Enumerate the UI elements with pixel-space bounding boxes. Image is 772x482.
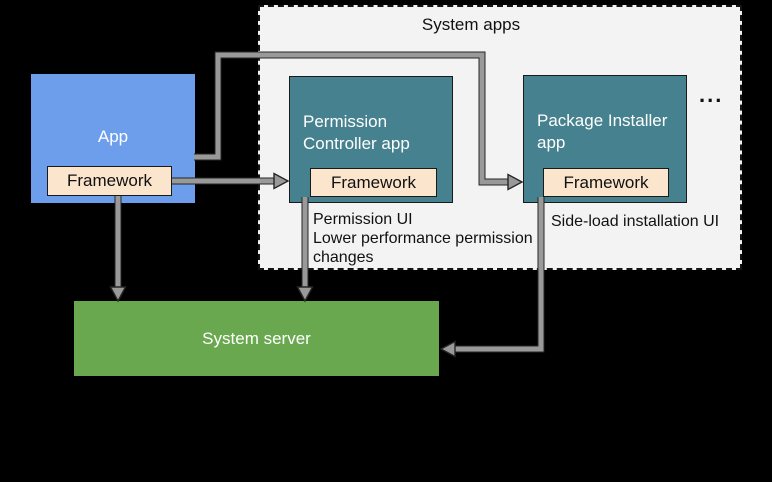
permission-controller-note: Permission UI Lower performance permissi… [313,211,533,266]
system-apps-label: System apps [421,15,521,34]
app-framework-label: Framework [66,171,152,190]
package-installer-framework-label: Framework [563,172,649,192]
package-installer-note: Side-load installation UI [551,213,720,230]
app-box: App Framework [31,74,195,203]
permission-controller-label: Permission Controller app [303,112,410,153]
permission-controller-box: Permission Controller app Framework [289,76,453,203]
arrow-app-framework-to-system-server [109,196,127,303]
app-label: App [97,127,129,146]
system-server-box: System server [74,301,439,376]
package-installer-box: Package Installer app Framework [523,75,687,203]
system-server-label: System server [202,328,311,348]
package-installer-label: Package Installer app [537,111,668,152]
package-installer-framework-box: Framework [543,168,669,197]
permission-controller-framework-label: Framework [330,172,416,192]
app-framework-box: Framework [47,166,172,196]
more-apps-ellipsis: ... [699,82,724,107]
permission-controller-framework-box: Framework [310,168,437,197]
